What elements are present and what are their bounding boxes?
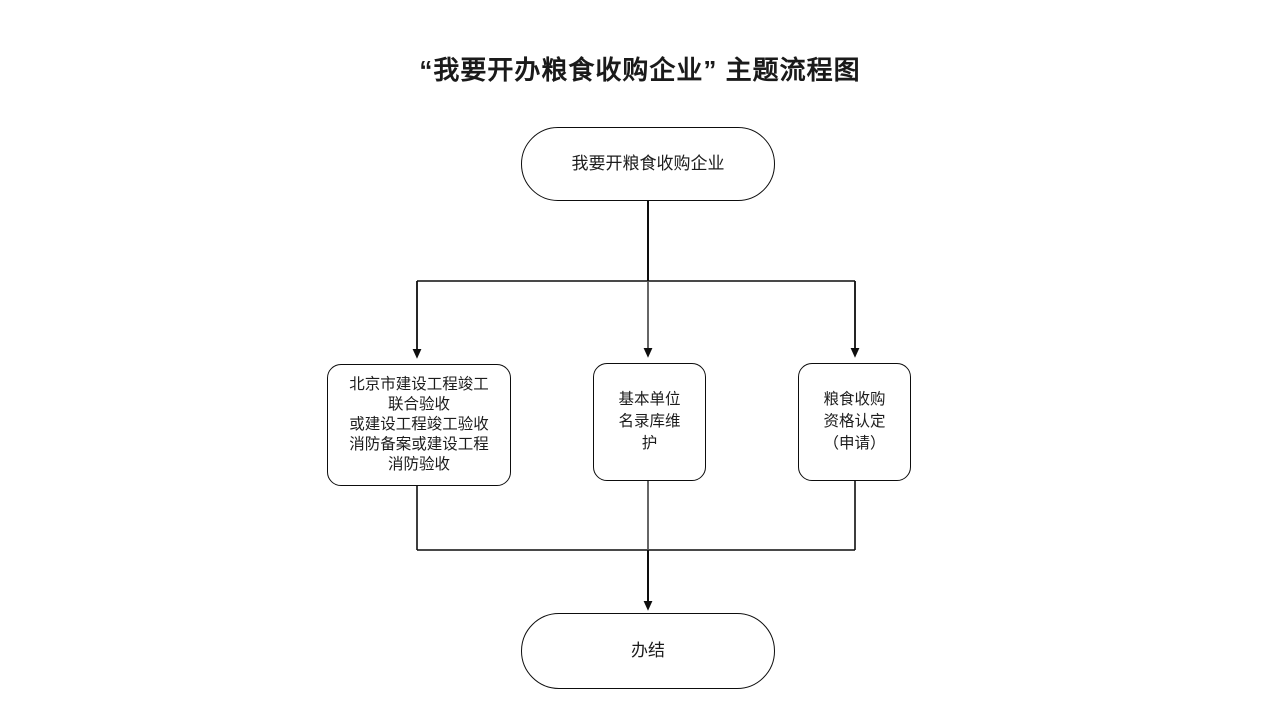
flow-node-grain-purchase-qualification[interactable]: 粮食收购 资格认定 （申请） [798, 363, 911, 481]
flow-node-unit-directory-maintenance-label: 基本单位 名录库维 护 [618, 391, 681, 452]
flow-node-unit-directory-maintenance[interactable]: 基本单位 名录库维 护 [593, 363, 706, 481]
flow-node-end[interactable]: 办结 [521, 613, 775, 689]
flow-node-grain-purchase-qualification-label: 粮食收购 资格认定 （申请） [823, 391, 886, 452]
flow-node-construction-acceptance[interactable]: 北京市建设工程竣工 联合验收 或建设工程竣工验收 消防备案或建设工程 消防验收 [327, 364, 511, 486]
page-title: “我要开办粮食收购企业” 主题流程图 [419, 55, 861, 85]
flow-node-construction-acceptance-label: 北京市建设工程竣工 联合验收 或建设工程竣工验收 消防备案或建设工程 消防验收 [349, 375, 489, 474]
flow-node-start-label: 我要开粮食收购企业 [571, 153, 725, 173]
flow-node-end-label: 办结 [631, 640, 665, 660]
flow-node-start[interactable]: 我要开粮食收购企业 [521, 127, 775, 201]
